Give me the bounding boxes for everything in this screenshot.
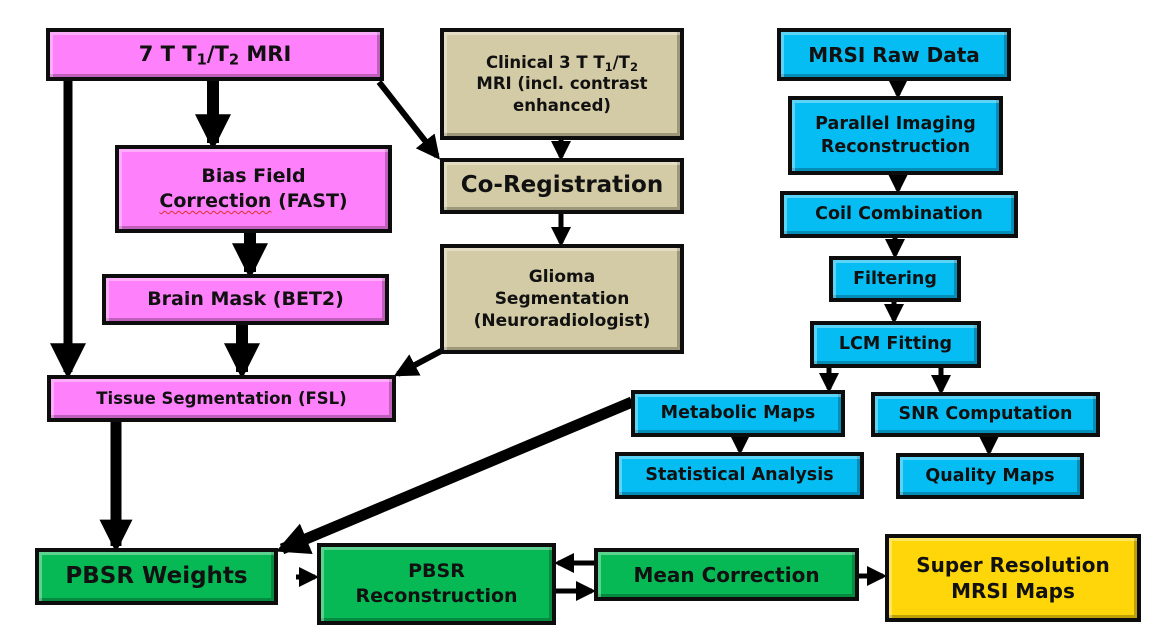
node-super-resolution-mrsi-maps: Super Resolution MRSI Maps xyxy=(885,534,1141,622)
node-quality-maps: Quality Maps xyxy=(896,453,1084,499)
node-brain-mask: Brain Mask (BET2) xyxy=(102,274,389,325)
node-filtering: Filtering xyxy=(829,256,961,302)
node-glioma-segmentation: Glioma Segmentation (Neuroradiologist) xyxy=(440,244,684,354)
node-pbsr-reconstruction: PBSR Reconstruction xyxy=(317,543,556,625)
edge-mri7t-to-coregistration xyxy=(376,80,440,160)
node-tissue-segmentation: Tissue Segmentation (FSL) xyxy=(47,375,396,422)
node-statistical-analysis: Statistical Analysis xyxy=(615,452,864,499)
edge-glioma-to-tissueseg xyxy=(393,347,445,377)
node-parallel-imaging-reconstruction: Parallel Imaging Reconstruction xyxy=(788,96,1003,175)
node-co-registration: Co-Registration xyxy=(440,158,684,214)
node-metabolic-maps: Metabolic Maps xyxy=(631,390,845,437)
node-lcm-fitting: LCM Fitting xyxy=(810,321,981,368)
node-mean-correction: Mean Correction xyxy=(594,548,859,601)
node-7t-mri: 7 T T1/T2 MRI xyxy=(46,28,384,81)
node-coil-combination: Coil Combination xyxy=(780,191,1018,238)
node-snr-computation: SNR Computation xyxy=(871,392,1100,437)
edge-metabolicmaps-to-pbsrweights xyxy=(275,396,635,555)
node-bias-field-correction: Bias Field Correction (FAST) xyxy=(115,145,392,233)
node-mrsi-raw-data: MRSI Raw Data xyxy=(777,28,1011,81)
node-clinical-3t-mri: Clinical 3 T T1/T2 MRI (incl. contrast e… xyxy=(440,28,684,140)
node-pbsr-weights: PBSR Weights xyxy=(35,548,278,605)
